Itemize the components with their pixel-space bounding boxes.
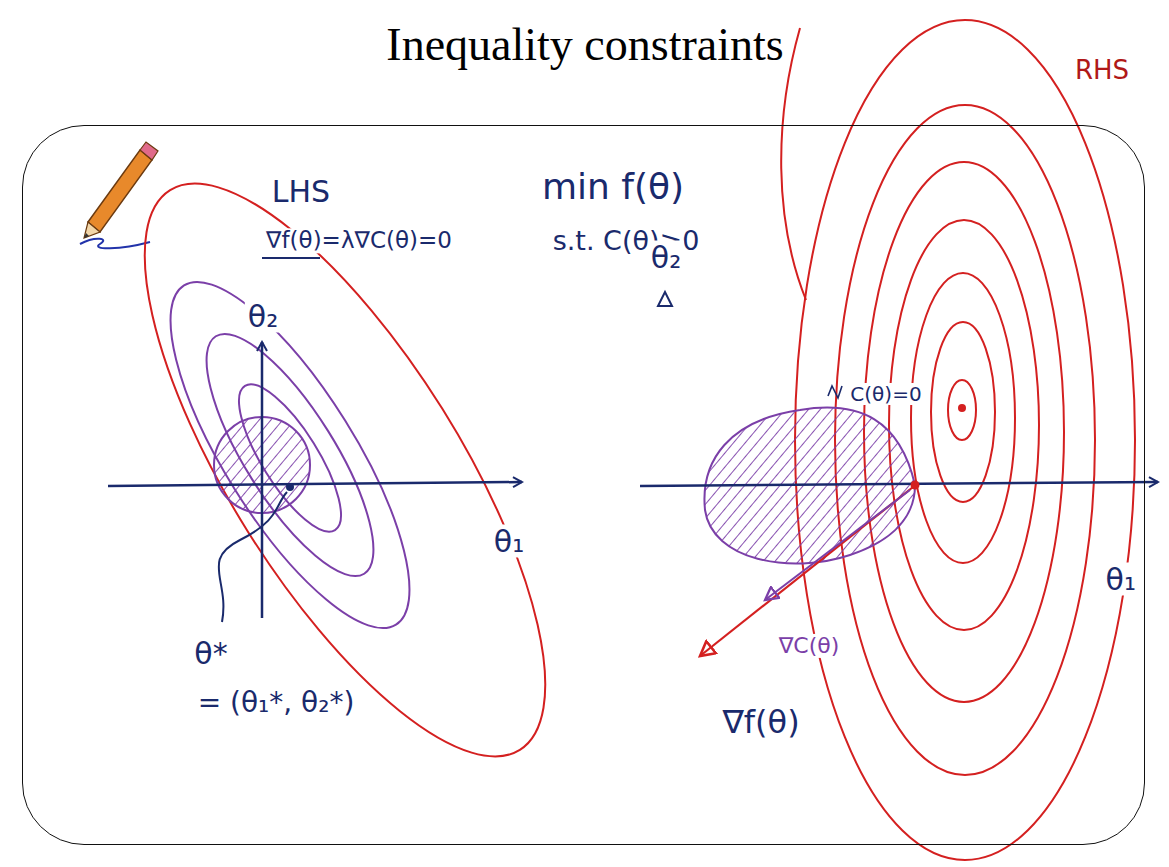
stationarity-condition: ∇f(θ)=λ∇C(θ)=0 xyxy=(263,228,455,253)
lhs-plot xyxy=(73,129,618,811)
axis-label: θ₁ xyxy=(491,525,527,558)
gradient-label: ∇C(θ) xyxy=(776,634,843,658)
axis-label: θ₁ xyxy=(1103,563,1139,596)
optimum-coordinates: = (θ₁*, θ₂*) xyxy=(195,688,358,719)
axis-label: θ₂ xyxy=(245,300,281,333)
slide-title: Inequality constraints xyxy=(383,20,786,71)
rhs-plot xyxy=(640,20,1158,860)
boundary-label: C(θ)=0 xyxy=(847,383,924,405)
side-label: LHS xyxy=(269,175,333,208)
gradient-label: ∇f(θ) xyxy=(719,705,802,740)
side-label: RHS xyxy=(1072,56,1132,85)
axis-label: θ₂ xyxy=(648,241,684,274)
slide-panel: LHSmin f(θ)∇f(θ)=λ∇C(θ)=0s.t. C(θ)≥0θ₂θ₂… xyxy=(22,125,1145,845)
objective: min f(θ) xyxy=(539,167,687,207)
optimum-label: θ* xyxy=(191,637,230,670)
